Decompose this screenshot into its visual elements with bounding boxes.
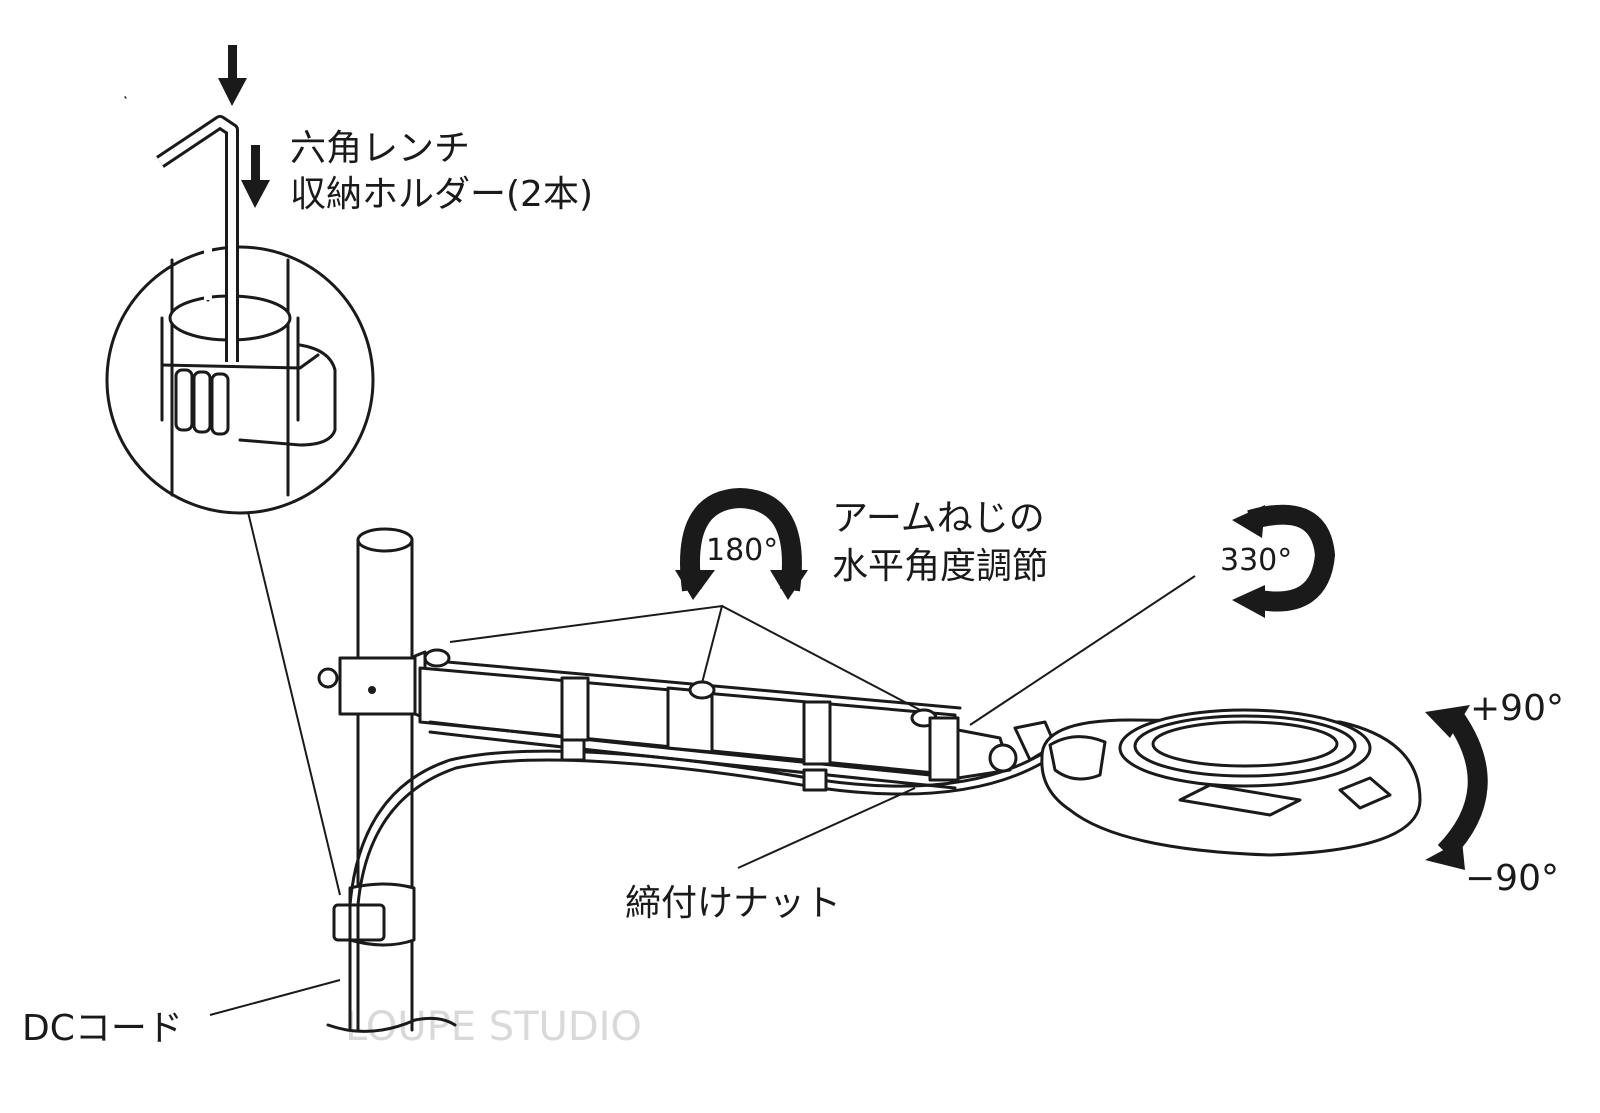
tilt-up-angle: +90° <box>1470 688 1564 729</box>
arm-screw-angle-label: アームねじの 水平角度調節 <box>832 498 1056 587</box>
lamp-head <box>1040 708 1422 857</box>
wrench-holder-inset <box>105 245 375 515</box>
hex-wrench-holder-line1: 六角レンチ <box>290 128 470 169</box>
vertical-pole <box>326 527 457 1033</box>
arm-screw-angle-line1: アームねじの <box>832 498 1045 539</box>
wrench-stubs <box>174 368 230 436</box>
dc-cord-label: DCコード <box>22 1008 183 1049</box>
tilt-arrow-icon <box>1425 705 1488 870</box>
head-rotation-angle: 330° <box>1220 543 1292 578</box>
hex-wrench-icon <box>156 115 239 362</box>
fastening-nut-label: 締付けナット <box>625 883 841 924</box>
arm-rotation-angle: 180° <box>706 533 778 568</box>
head-rotation-leader <box>969 575 1196 726</box>
hex-wrench-icon <box>123 41 212 302</box>
arm-assembly <box>317 648 1057 792</box>
hex-wrench-holder-line2: 収納ホルダー(2本) <box>290 174 593 215</box>
hex-wrench-holder-label: 六角レンチ 収納ホルダー(2本) <box>290 128 593 215</box>
horizontal-rotation-arrow-icon <box>675 487 808 600</box>
cord-clip <box>332 882 416 947</box>
arm-screw-angle-line2: 水平角度調節 <box>832 546 1048 587</box>
down-arrow-icon <box>241 145 270 208</box>
down-arrow-icon <box>218 45 247 106</box>
arm-screw-leader <box>449 604 921 711</box>
head-rotation-arrow-icon <box>1232 504 1336 618</box>
fastening-nut-leader <box>737 787 916 869</box>
tilt-down-angle: −90° <box>1465 858 1559 899</box>
watermark: LOUPE STUDIO <box>345 1004 642 1050</box>
dc-cord-leader <box>209 979 341 1016</box>
